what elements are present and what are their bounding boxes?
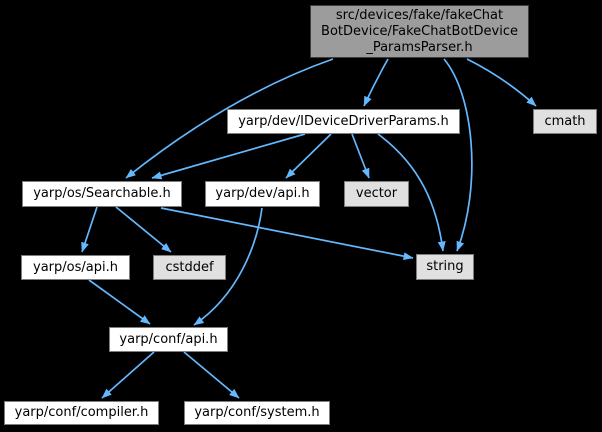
node-dev-api-h[interactable]: yarp/dev/api.h — [205, 181, 320, 207]
edge-root-to-searchable — [125, 58, 334, 179]
node-fakechatbotdevice-paramsparser-h: src/devices/fake/fakeChat BotDevice/Fake… — [310, 5, 529, 58]
node-conf-system-h[interactable]: yarp/conf/system.h — [184, 401, 330, 425]
node-conf-compiler-h[interactable]: yarp/conf/compiler.h — [4, 401, 159, 425]
edge-os-api-to-conf-api — [88, 279, 151, 325]
node-vector: vector — [344, 181, 409, 207]
edge-searchable-to-os-api — [81, 206, 98, 253]
edge-searchable-to-cstddef — [115, 206, 172, 253]
edge-dev-api-to-conf-api — [193, 207, 263, 326]
root-label-line-3: _ParamsParser.h — [366, 39, 473, 55]
edge-idevicedriverparams-to-searchable — [151, 133, 306, 180]
node-conf-api-h[interactable]: yarp/conf/api.h — [109, 327, 228, 352]
root-label-line-2: BotDevice/FakeChatBotDevice — [321, 23, 518, 39]
edge-root-to-idevicedriverparams — [363, 58, 389, 107]
node-searchable-h[interactable]: yarp/os/Searchable.h — [22, 181, 182, 207]
node-os-api-h[interactable]: yarp/os/api.h — [21, 255, 130, 280]
node-string: string — [416, 254, 474, 280]
edge-searchable-to-string — [160, 207, 414, 261]
edge-idevicedriverparams-to-vector — [351, 133, 370, 179]
root-label-line-1: src/devices/fake/fakeChat — [335, 7, 504, 23]
edge-root-to-cmath — [466, 58, 537, 107]
edge-conf-api-to-compiler — [101, 351, 155, 399]
edge-idevicedriverparams-to-string — [377, 133, 446, 252]
node-cmath: cmath — [533, 109, 597, 134]
edge-conf-api-to-system — [183, 351, 240, 399]
edge-idevicedriverparams-to-dev-api — [285, 133, 332, 179]
node-cstddef: cstddef — [153, 255, 226, 280]
edge-root-to-string — [443, 58, 473, 252]
node-idevicedriverparams-h[interactable]: yarp/dev/IDeviceDriverParams.h — [227, 109, 460, 134]
